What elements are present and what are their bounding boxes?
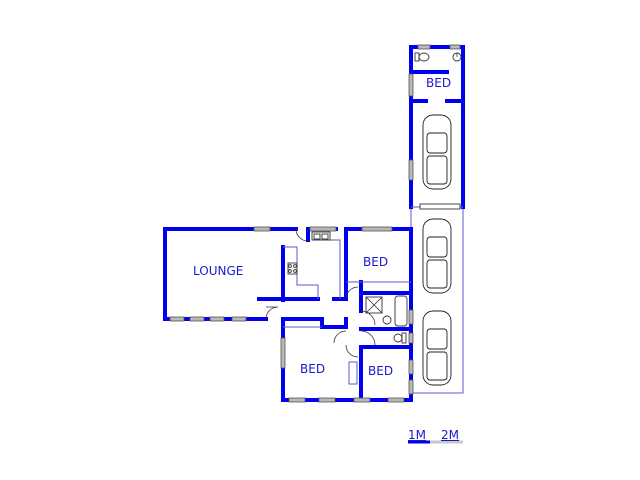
window [189,316,205,322]
door-swing [265,306,279,320]
car-icon [422,114,452,190]
window [253,226,271,232]
room-label-bed-top: BED [426,76,452,90]
scale-label-1m: 1M [408,428,426,442]
door-swing [295,228,309,242]
stove-icon [287,262,298,275]
window [408,332,414,344]
bath-icon [394,295,408,327]
basin-icon [382,315,392,325]
window [288,397,306,403]
window [169,316,185,322]
sink-icon [311,231,331,241]
door-swing [333,330,347,344]
window [408,359,414,375]
room-label-bed-middle: BED [363,255,389,269]
window [417,44,431,50]
room-label-lounge: LOUNGE [193,264,244,278]
room-label-bed-bottom-left: BED [300,362,326,376]
toilet-icon [393,332,407,344]
window [449,44,461,50]
window [408,73,414,97]
window [318,397,336,403]
door-swing [360,330,376,346]
window [408,379,414,395]
window [353,397,371,403]
basin-icon [452,52,462,62]
window [231,316,247,322]
window [209,316,225,322]
window [361,226,393,232]
window [408,309,414,325]
car-icon [422,310,452,386]
window [280,337,286,369]
room-label-bed-bottom-right: BED [368,364,394,378]
toilet-icon [414,52,430,62]
shower-icon [365,296,383,314]
car-icon [422,218,452,294]
window [387,397,405,403]
door-swing [345,344,359,358]
window [309,226,337,232]
scale-label-2m: 2M [441,428,459,442]
door-swing [360,310,376,326]
garage-door [419,203,461,210]
window [408,159,414,181]
door-swing [345,286,359,300]
